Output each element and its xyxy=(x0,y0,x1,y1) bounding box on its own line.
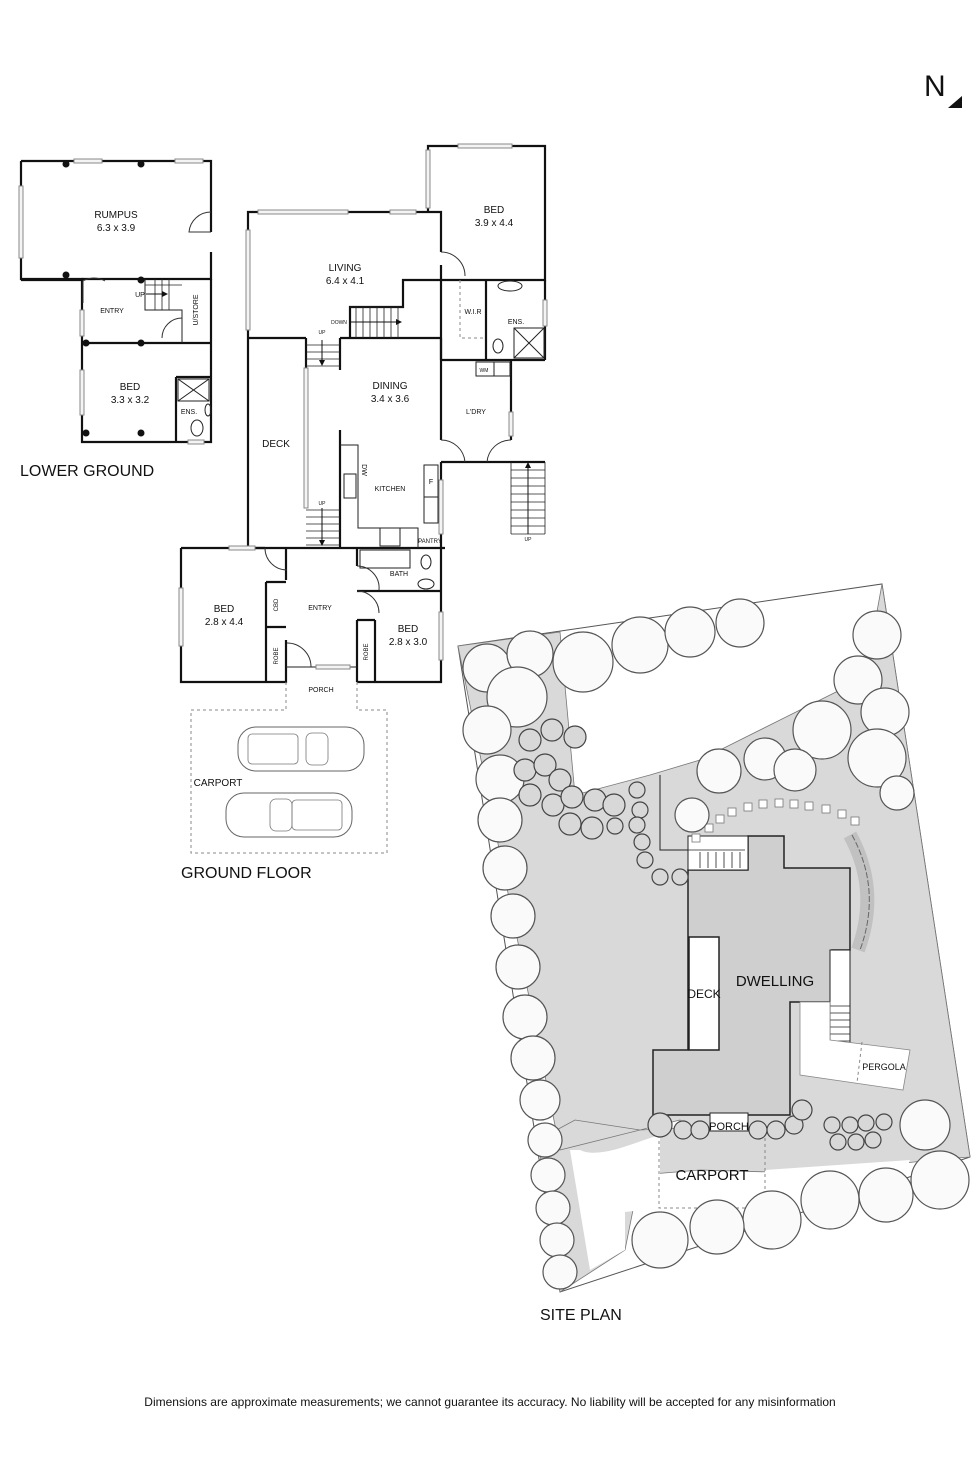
tree-icon xyxy=(462,598,970,1290)
room-dining: DINING xyxy=(373,381,408,392)
room-ens-lower: ENS. xyxy=(181,409,197,416)
room-bed-lower-dims: 3.3 x 3.2 xyxy=(111,395,150,406)
room-dining-dims: 3.4 x 3.6 xyxy=(371,394,410,405)
room-bed-lower: BED xyxy=(120,382,141,393)
site-dwelling-label: DWELLING xyxy=(736,973,814,990)
room-living-dims: 6.4 x 4.1 xyxy=(326,276,365,287)
fixture-dw: DW xyxy=(360,464,367,476)
room-porch: PORCH xyxy=(308,687,333,694)
room-deck: DECK xyxy=(262,439,290,450)
room-bed-3: BED xyxy=(398,624,419,635)
room-bed-2: BED xyxy=(214,604,235,615)
stair-up-label-1: UP xyxy=(319,330,327,336)
north-arrow-icon xyxy=(948,96,962,108)
room-rumpus-dims: 6.3 x 3.9 xyxy=(97,223,136,234)
stair-up-label-3: UP xyxy=(525,537,533,543)
disclaimer: Dimensions are approximate measurements;… xyxy=(144,1395,835,1409)
site-deck-label: DECK xyxy=(687,987,720,1001)
room-bed-3-dims: 2.8 x 3.0 xyxy=(389,637,428,648)
room-kitchen: KITCHEN xyxy=(375,486,406,493)
fixture-fridge: F xyxy=(429,479,433,486)
site-plan: DWELLING DECK PERGOLA PORCH CARPORT SITE… xyxy=(457,583,971,1324)
fixture-wm: WM xyxy=(480,368,489,374)
stair-up-label-lower: UP xyxy=(135,292,145,299)
fixture-robe-1: ROBE xyxy=(274,647,280,664)
room-living: LIVING xyxy=(329,263,362,274)
site-carport-label: CARPORT xyxy=(675,1167,748,1184)
shrub-icon xyxy=(513,718,893,1151)
room-pantry: PANTRY xyxy=(418,539,442,545)
room-laundry: L'DRY xyxy=(466,409,486,416)
room-master-bed: BED xyxy=(484,205,505,216)
room-bed-2-dims: 2.8 x 4.4 xyxy=(205,617,244,628)
car-icon xyxy=(237,726,365,772)
lower-ground-title: LOWER GROUND xyxy=(20,463,154,480)
room-wir: W.I.R xyxy=(464,309,481,316)
room-ens-ground: ENS. xyxy=(508,319,524,326)
car-icon xyxy=(225,792,353,838)
site-plan-title: SITE PLAN xyxy=(540,1307,622,1324)
room-carport: CARPORT xyxy=(194,778,243,789)
site-porch-label: PORCH xyxy=(709,1121,749,1133)
lower-ground-plan: RUMPUS 6.3 x 3.9 ENTRY BED 3.3 x 3.2 ENS… xyxy=(18,158,213,480)
compass: N xyxy=(924,70,962,108)
ground-floor-title: GROUND FLOOR xyxy=(181,865,312,882)
stair-down-label: DOWN xyxy=(331,320,347,326)
site-pergola-label: PERGOLA xyxy=(862,1062,906,1072)
fixture-robe-2: ROBE xyxy=(364,643,370,660)
room-master-bed-dims: 3.9 x 4.4 xyxy=(475,218,514,229)
room-rumpus: RUMPUS xyxy=(94,210,138,221)
room-bath: BATH xyxy=(390,571,408,578)
ground-floor-plan: LIVING 6.4 x 4.1 BED 3.9 x 4.4 W.I.R ENS… xyxy=(178,143,548,882)
north-label: N xyxy=(924,70,946,103)
stair-up-label-2: UP xyxy=(319,501,327,507)
room-entry-lower: ENTRY xyxy=(100,308,124,315)
room-ustore: U/STORE xyxy=(193,294,200,325)
fixture-cbd: CBD xyxy=(274,598,280,611)
room-entry-ground: ENTRY xyxy=(308,605,332,612)
